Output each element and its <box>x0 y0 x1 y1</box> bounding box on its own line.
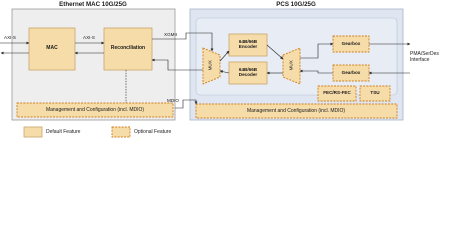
legend-default-label: Default Feature <box>46 129 81 135</box>
mac-section-title: Ethernet MAC 10G/25G <box>59 1 127 8</box>
tsu-block <box>359 85 391 102</box>
xgmii-label: XGMII <box>164 32 178 37</box>
gearbox-top-label: Gearbox <box>341 41 361 46</box>
tsu-label: TSU <box>370 90 380 95</box>
mdio-label: MDIO <box>167 98 179 103</box>
ethernet-block-diagram: Ethernet MAC 10G/25G PCS 10G/25G MAC Rec… <box>0 1 439 138</box>
decoder-label: 64B/66B Decoder <box>238 67 258 78</box>
mac-mgmt-block <box>16 102 174 118</box>
mac-block <box>28 27 76 71</box>
mux-right-shape <box>282 47 301 85</box>
reconciliation-label: Reconciliation <box>110 45 146 51</box>
axis-mid-label: AXI-S <box>83 35 95 40</box>
reconciliation-block <box>103 27 153 71</box>
pcs-section-title: PCS 10G/25G <box>276 1 316 8</box>
axis-left-label: AXI-S <box>4 35 16 40</box>
pma-interface-label: PMA/SerDes Interface <box>410 51 439 63</box>
mux-left-label: MUX <box>207 60 213 71</box>
mac-mgmt-label: Management and Configuration (incl. MDIO… <box>45 107 145 113</box>
connection-lines <box>0 32 411 109</box>
pcs-mgmt-block <box>195 103 398 119</box>
fec-label: FEC/RS-FEC <box>323 90 351 95</box>
gearbox-bottom-label: Gearbox <box>341 70 361 75</box>
mux-right-label: MUX <box>288 60 294 71</box>
legend-optional-swatch <box>111 126 131 138</box>
mux-left-shape <box>202 47 221 85</box>
legend-default-swatch <box>23 126 43 138</box>
fec-block <box>317 85 357 102</box>
mac-label: MAC <box>46 45 58 51</box>
diagram-graphics <box>0 8 411 138</box>
legend-optional-label: Optional Feature <box>134 129 172 135</box>
pcs-mgmt-label: Management and Configuration (incl. MDIO… <box>246 108 346 114</box>
encoder-label: 64B/66B Encoder <box>238 39 258 50</box>
